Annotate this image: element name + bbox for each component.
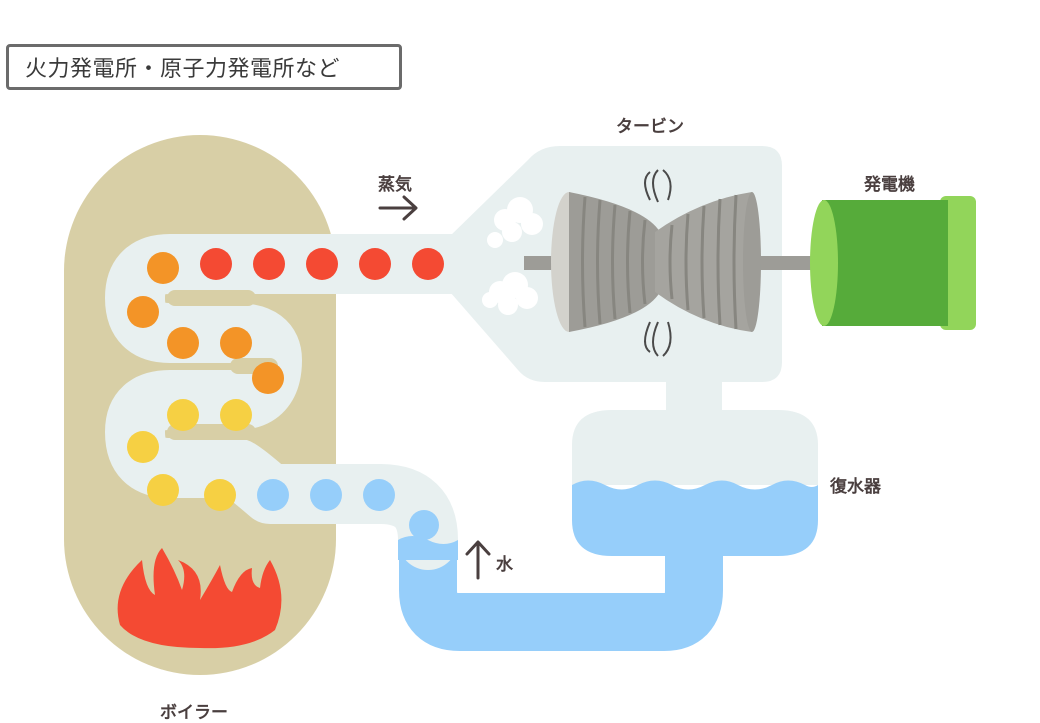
condenser [572, 410, 818, 485]
flame [117, 548, 282, 649]
condenser-label: 復水器 [830, 477, 881, 497]
rotation-mark [644, 169, 672, 203]
water-label: 水 [496, 555, 513, 575]
hot-steam-droplet [412, 248, 444, 280]
turbine-rotor [551, 192, 761, 332]
turbine-label: タービン [616, 117, 684, 137]
generator-label: 発電機 [864, 175, 915, 195]
generator-shaft [760, 256, 822, 270]
mid-steam-droplet [167, 399, 199, 431]
water-droplet [409, 510, 439, 540]
warm-steam-droplet [252, 362, 284, 394]
hot-steam-droplet [253, 248, 285, 280]
water-droplet [257, 479, 289, 511]
condenser-water [572, 480, 818, 556]
warm-steam-droplet [220, 327, 252, 359]
hot-steam-droplet [306, 248, 338, 280]
hot-steam-droplet [359, 248, 391, 280]
steam-puff [487, 197, 543, 248]
warm-steam-droplet [167, 327, 199, 359]
water-surface [398, 536, 458, 560]
droplets [127, 248, 444, 540]
mid-steam-droplet [220, 399, 252, 431]
steam-flow-arrow [378, 195, 418, 221]
mid-steam-droplet [204, 479, 236, 511]
rotation-mark [644, 321, 672, 357]
mid-steam-droplet [147, 474, 179, 506]
steam-label: 蒸気 [378, 175, 412, 195]
water-flow-arrow [465, 540, 491, 580]
warm-steam-droplet [147, 252, 179, 284]
steam-puff [482, 272, 538, 315]
water-droplet [363, 479, 395, 511]
warm-steam-droplet [127, 296, 159, 328]
water-pipe [399, 520, 723, 651]
diagram-title: 火力発電所・原子力発電所など [6, 44, 402, 90]
water-droplet [310, 479, 342, 511]
hot-steam-droplet [200, 248, 232, 280]
boiler-label: ボイラー [160, 703, 228, 723]
generator [810, 196, 976, 330]
mid-steam-droplet [127, 431, 159, 463]
